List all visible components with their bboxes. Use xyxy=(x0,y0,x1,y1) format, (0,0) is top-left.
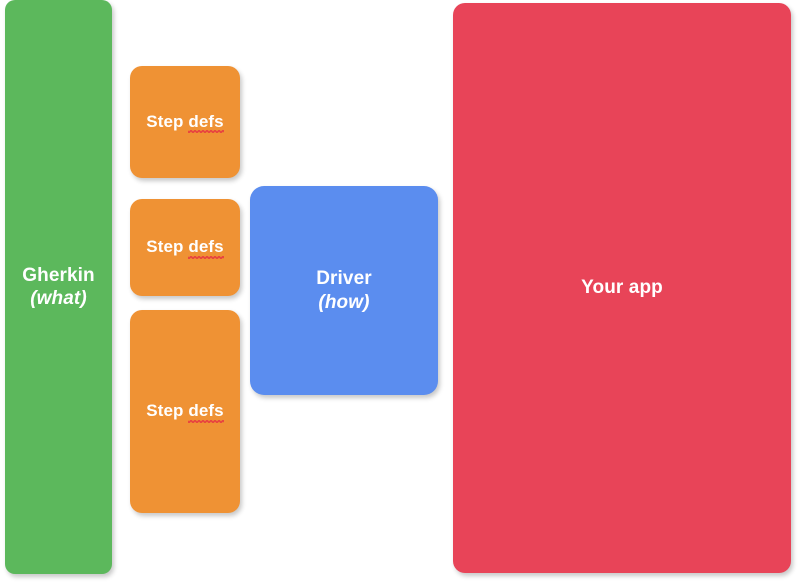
gherkin-label-line2: (what) xyxy=(30,288,87,309)
step-defs-label-1: Step defs xyxy=(146,111,225,134)
step-defs-label-3: Step defs xyxy=(146,401,225,423)
your-app-label-line1: Your app xyxy=(581,277,663,299)
step-defs-box-1[interactable]: Step defs xyxy=(130,66,240,178)
step-defs-text-3: Step defs xyxy=(146,401,225,423)
step-defs-text-1: Step defs xyxy=(146,111,225,134)
driver-label-line2: (how) xyxy=(318,291,370,313)
gherkin-label: Gherkin (what) xyxy=(22,264,95,310)
step-defs-misspelled-word-2: defs xyxy=(188,237,225,259)
step-defs-prefix-3: Step xyxy=(146,401,189,421)
step-defs-prefix-2: Step xyxy=(146,237,189,257)
driver-label-line1: Driver xyxy=(316,268,372,290)
gherkin-label-line1: Gherkin xyxy=(22,264,95,286)
your-app-box[interactable]: Your app xyxy=(453,3,791,573)
step-defs-label-2: Step defs xyxy=(146,237,225,259)
your-app-label: Your app xyxy=(581,276,663,299)
step-defs-misspelled-word-3: defs xyxy=(188,401,225,423)
gherkin-box[interactable]: Gherkin (what) xyxy=(5,0,112,574)
driver-box[interactable]: Driver (how) xyxy=(250,186,438,395)
step-defs-box-2[interactable]: Step defs xyxy=(130,199,240,296)
step-defs-text-2: Step defs xyxy=(146,237,225,259)
step-defs-box-3[interactable]: Step defs xyxy=(130,310,240,513)
driver-label: Driver (how) xyxy=(316,267,372,313)
step-defs-prefix-1: Step xyxy=(146,111,189,131)
step-defs-misspelled-word-1: defs xyxy=(188,111,225,134)
